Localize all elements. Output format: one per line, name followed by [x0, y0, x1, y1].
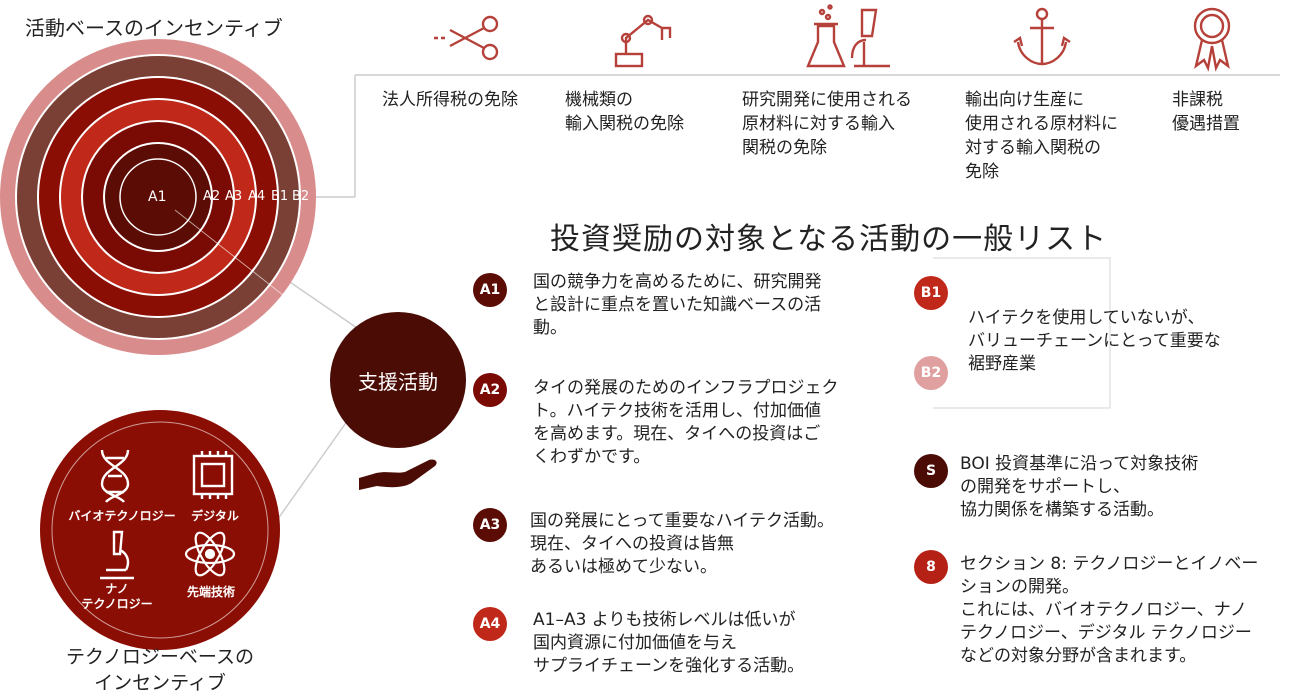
- lab-flask-microscope-icon: [806, 4, 890, 68]
- support-activity-circle: 支援活動: [330, 312, 466, 448]
- badge-a4: A4: [473, 607, 507, 641]
- ring-label-a3: A3: [225, 189, 243, 204]
- ring-label-b1: B1: [271, 189, 289, 204]
- badge-a2: A2: [473, 373, 507, 407]
- benefit-corporate-tax: 法人所得税の免除: [382, 90, 518, 110]
- badge-b2: B2: [914, 356, 948, 390]
- badge-s: S: [914, 454, 948, 488]
- atom-icon: [184, 531, 236, 577]
- tech-label-advanced: 先端技術: [186, 585, 235, 599]
- benefit-non-tax-incentives: 非課税 優遇措置: [1172, 90, 1240, 134]
- anchor-icon: [1013, 7, 1071, 66]
- tech-label-digital: デジタル: [191, 509, 239, 523]
- microscope-icon: [100, 530, 134, 580]
- technology-circle: [40, 410, 280, 650]
- ring-label-a4: A4: [248, 189, 266, 204]
- badge-a1: A1: [473, 273, 507, 307]
- tech-label-biotech: バイオテクノロジー: [68, 509, 176, 523]
- chip-icon: [192, 451, 234, 499]
- activity-a2-text: タイの発展のためのインフラプロジェク ト。ハイテク技術を活用し、付加価値 を高め…: [533, 378, 839, 467]
- benefit-machinery-duty: 機械類の 輸入関税の免除: [565, 90, 684, 134]
- activity-based-title: 活動ベースのインセンティブ: [25, 16, 283, 40]
- ring-label-a2: A2: [203, 189, 221, 204]
- connector-tech-support-line: [269, 409, 356, 531]
- scissors-icon: [434, 15, 499, 61]
- dna-icon: [100, 449, 130, 503]
- activity-section-8-text: セクション 8: テクノロジーとイノベー ションの開発。 これには、バイオテクノ…: [960, 554, 1259, 666]
- activity-s-text: BOI 投資基準に沿って対象技術 の開発をサポートし、 協力関係を構築する活動。: [960, 454, 1199, 520]
- badge-a3: A3: [473, 508, 507, 542]
- benefit-export-material-duty: 輸出向け生産に 使用される原材料に 対する輸入関税の 免除: [965, 90, 1118, 182]
- benefit-rnd-material-duty: 研究開発に使用される 原材料に対する輸入 関税の免除: [742, 90, 912, 158]
- activity-b-text: ハイテクを使用していないが、 バリューチェーンにとって重要な 裾野産業: [968, 308, 1221, 374]
- technology-based-title: テクノロジーベースの インセンティブ: [66, 646, 254, 694]
- b-bracket: [933, 257, 1111, 409]
- activity-a1-text: 国の競争力を高めるために、研究開発 と設計に重点を置いた知識ベースの活 動。: [533, 272, 822, 338]
- page-title: 投資奨励の対象となる活動の一般リスト: [550, 222, 1108, 257]
- activity-a4-text: A1–A3 よりも技術レベルは低いが 国内資源に付加価値を与え サプライチェーン…: [533, 610, 805, 676]
- tech-label-nanotech: ナノ テクノロジー: [81, 582, 153, 611]
- award-ribbon-icon: [1193, 7, 1231, 72]
- activity-a3-text: 国の発展にとって重要なハイテク活動。 現在、タイへの投資は皆無 あるいは極めて少…: [530, 511, 834, 577]
- ring-label-b2: B2: [292, 189, 310, 204]
- badge-section-8: 8: [914, 550, 948, 584]
- ring-label-a1: A1: [148, 189, 167, 205]
- hand-icon: [359, 459, 437, 490]
- robot-arm-icon: [614, 14, 672, 68]
- badge-b1: B1: [914, 276, 948, 310]
